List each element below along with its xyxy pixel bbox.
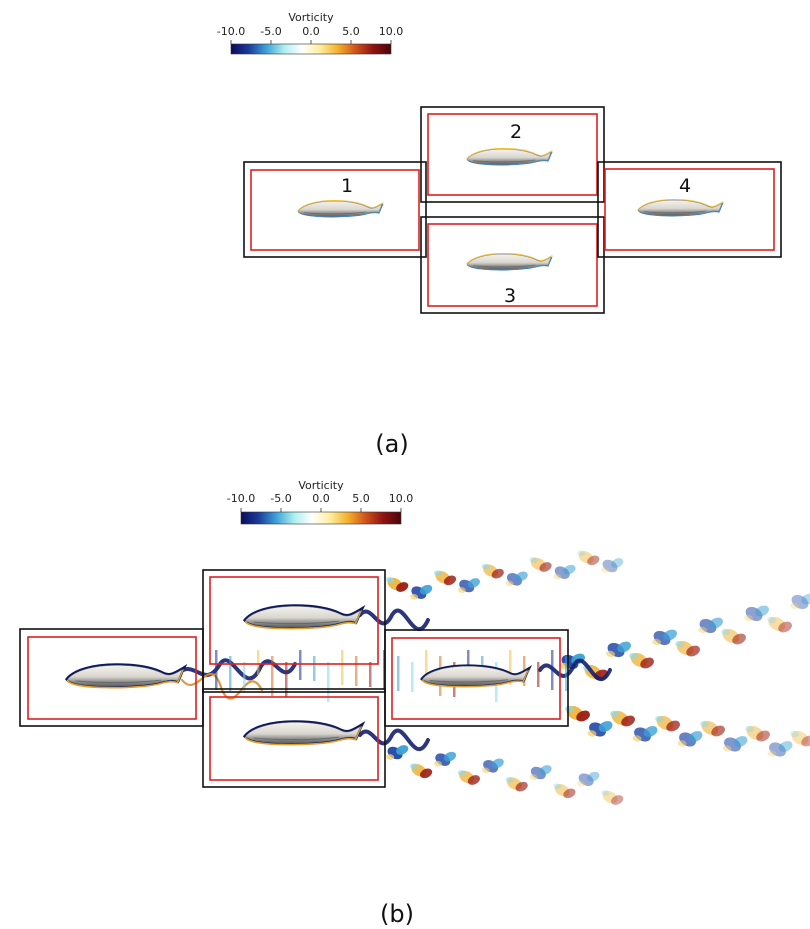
- vorticity-wake: [178, 550, 810, 805]
- fish-number-1: 1: [341, 175, 353, 197]
- colorbar-tick: 10.0: [379, 25, 404, 38]
- domain-box-b-4: [384, 629, 569, 727]
- fish-3: [466, 252, 553, 271]
- domain-box-3: [420, 216, 605, 314]
- domain-box-4: [597, 161, 782, 258]
- domain-box-1: [243, 161, 427, 258]
- colorbar-tick: -10.0: [217, 25, 245, 38]
- colorbar-tick: 0.0: [302, 25, 320, 38]
- colorbar-tick: -10.0: [227, 492, 255, 505]
- fish-number-2: 2: [510, 121, 522, 143]
- colorbar-title: Vorticity: [288, 11, 334, 24]
- fish-1: [297, 199, 384, 218]
- colorbar-tick: 10.0: [389, 492, 414, 505]
- colorbar-title: Vorticity: [298, 479, 344, 492]
- panel-b: Vorticity -10.0 -5.0 0.0 5.0 10.0: [19, 479, 810, 928]
- fish-4: [637, 198, 724, 217]
- panel-label-b: (b): [380, 900, 414, 928]
- panel-label-a: (a): [375, 430, 408, 458]
- fish-b-3: [242, 720, 366, 746]
- domain-box-2: [420, 106, 605, 203]
- colorbar-tick: 5.0: [342, 25, 360, 38]
- colorbar-gradient: [231, 44, 391, 54]
- fish-group-a: [297, 147, 724, 271]
- colorbar-gradient: [241, 512, 401, 524]
- fish-b-2: [242, 604, 366, 630]
- colorbar-a: Vorticity -10.0 -5.0 0.0 5.0 10.0: [217, 11, 404, 55]
- colorbar-b: Vorticity -10.0 -5.0 0.0 5.0 10.0: [227, 479, 414, 525]
- colorbar-tick: -5.0: [260, 25, 281, 38]
- domain-box-b-3: [202, 688, 386, 788]
- fish-b-4: [420, 664, 533, 688]
- fish-b-1: [64, 663, 188, 689]
- panel-a: Vorticity -10.0 -5.0 0.0 5.0 10.0: [217, 11, 782, 458]
- colorbar-tick: 5.0: [352, 492, 370, 505]
- colorbar-tick: -5.0: [270, 492, 291, 505]
- fish-number-4: 4: [679, 175, 691, 197]
- fish-number-3: 3: [504, 285, 516, 307]
- fish-group-b: [64, 604, 533, 746]
- fish-2: [466, 147, 553, 166]
- colorbar-tick: 0.0: [312, 492, 330, 505]
